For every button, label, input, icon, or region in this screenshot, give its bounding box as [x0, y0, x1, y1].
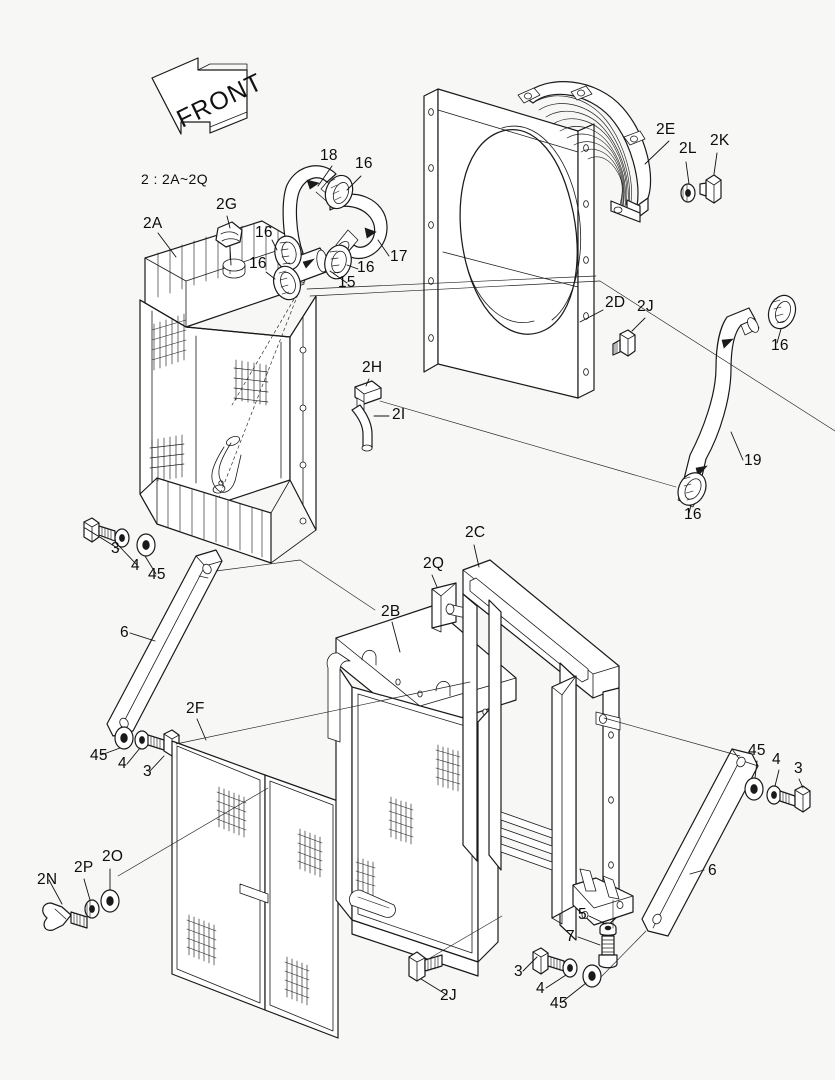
wing-bolt-2N [42, 902, 88, 931]
callout-17: 17 [390, 248, 408, 265]
callout-2N: 2N [37, 871, 57, 888]
bolt-2J-upper [612, 329, 636, 357]
callout-15: 15 [338, 274, 356, 291]
bolt-3-left-top [83, 517, 116, 543]
callout-2L: 2L [679, 140, 697, 157]
callout-labels: 2A 2G 18 16 16 16 16 15 17 2E 2L 2K 2D 2… [37, 121, 803, 1012]
stay-6-right [641, 748, 759, 937]
washer-4-left-top [114, 528, 130, 548]
callout-19: 19 [744, 452, 762, 469]
core-mesh-patch [151, 313, 187, 371]
leader-lines [48, 140, 804, 1003]
callout-4-a: 4 [131, 557, 140, 574]
callout-3-c: 3 [514, 963, 523, 980]
fan-shroud-2D [423, 88, 595, 399]
washer-4-bottom-center [562, 958, 578, 978]
callout-2A: 2A [143, 215, 163, 232]
mesh-panel-2F [171, 740, 339, 1039]
callout-16-f: 16 [684, 506, 702, 523]
callout-2J-lower: 2J [440, 987, 457, 1004]
drain-hose-2I [351, 404, 373, 452]
callout-3-d: 3 [794, 760, 803, 777]
group-note-text: 2 : 2A~2Q [141, 171, 208, 187]
callout-16-b: 16 [255, 224, 273, 241]
washer-2O [100, 889, 120, 913]
washer-2L [680, 183, 696, 203]
radiator-core-2A [139, 220, 317, 564]
washer-4-left-bottom [134, 730, 150, 750]
callout-2F: 2F [186, 700, 205, 717]
bracket-2Q [431, 582, 467, 633]
callout-2E: 2E [656, 121, 676, 138]
washer-45-bottom-center [582, 964, 602, 988]
callout-2P: 2P [74, 859, 94, 876]
assembly-reference-lines [117, 275, 835, 978]
callout-6-b: 6 [708, 862, 717, 879]
callout-3-b: 3 [143, 763, 152, 780]
callout-2Q: 2Q [423, 555, 444, 572]
callout-6-a: 6 [120, 624, 129, 641]
hose-clamp-16-d [324, 244, 352, 280]
callout-16-d: 16 [357, 259, 375, 276]
hose-clamp-16-b [274, 235, 302, 271]
callout-2O: 2O [102, 848, 123, 865]
callout-45-d: 45 [748, 742, 766, 759]
hose-clamp-16-f [677, 472, 707, 506]
callout-2J-upper: 2J [637, 298, 654, 315]
fan-guard-2E [517, 81, 652, 223]
bolt-3-right [779, 785, 811, 813]
callout-7: 7 [566, 928, 575, 945]
bolt-2K [699, 174, 722, 204]
front-arrow-marker: FRONT [151, 57, 267, 135]
washer-45-right [744, 777, 764, 801]
bolt-7 [598, 935, 618, 969]
callout-4-b: 4 [118, 755, 127, 772]
callout-2D: 2D [605, 294, 625, 311]
callout-4-c: 4 [536, 980, 545, 997]
hose-clamp-16-e [767, 294, 797, 330]
callout-45-c: 45 [550, 995, 568, 1012]
washer-45-left-bottom [114, 726, 134, 750]
bolt-3-bottom-center [532, 947, 565, 975]
radiator-cap-2G [215, 221, 243, 248]
callout-16-c: 16 [249, 255, 267, 272]
callout-2G: 2G [216, 196, 237, 213]
callout-5: 5 [578, 906, 587, 923]
guard-frame-2B [326, 605, 517, 977]
hose-clamp-16-c [272, 265, 302, 301]
callout-45-b: 45 [90, 747, 108, 764]
callout-2C: 2C [465, 524, 485, 541]
callout-45-a: 45 [148, 566, 166, 583]
callout-16-e: 16 [771, 337, 789, 354]
callout-16-a: 16 [355, 155, 373, 172]
callout-3-a: 3 [111, 540, 120, 557]
hose-clamp-16-a [324, 174, 354, 210]
spring-washer-2P [84, 899, 100, 919]
callout-2H: 2H [362, 359, 382, 376]
bolt-2J-lower [408, 951, 443, 982]
washer-4-right [766, 785, 782, 805]
callout-2I: 2I [392, 406, 406, 423]
callout-2K: 2K [710, 132, 730, 149]
callout-18: 18 [320, 147, 338, 164]
nut-5 [599, 922, 617, 936]
callout-4-d: 4 [772, 751, 781, 768]
washer-45-left-top [136, 533, 156, 557]
callout-2B: 2B [381, 603, 401, 620]
outer-frame-2C [462, 559, 634, 941]
